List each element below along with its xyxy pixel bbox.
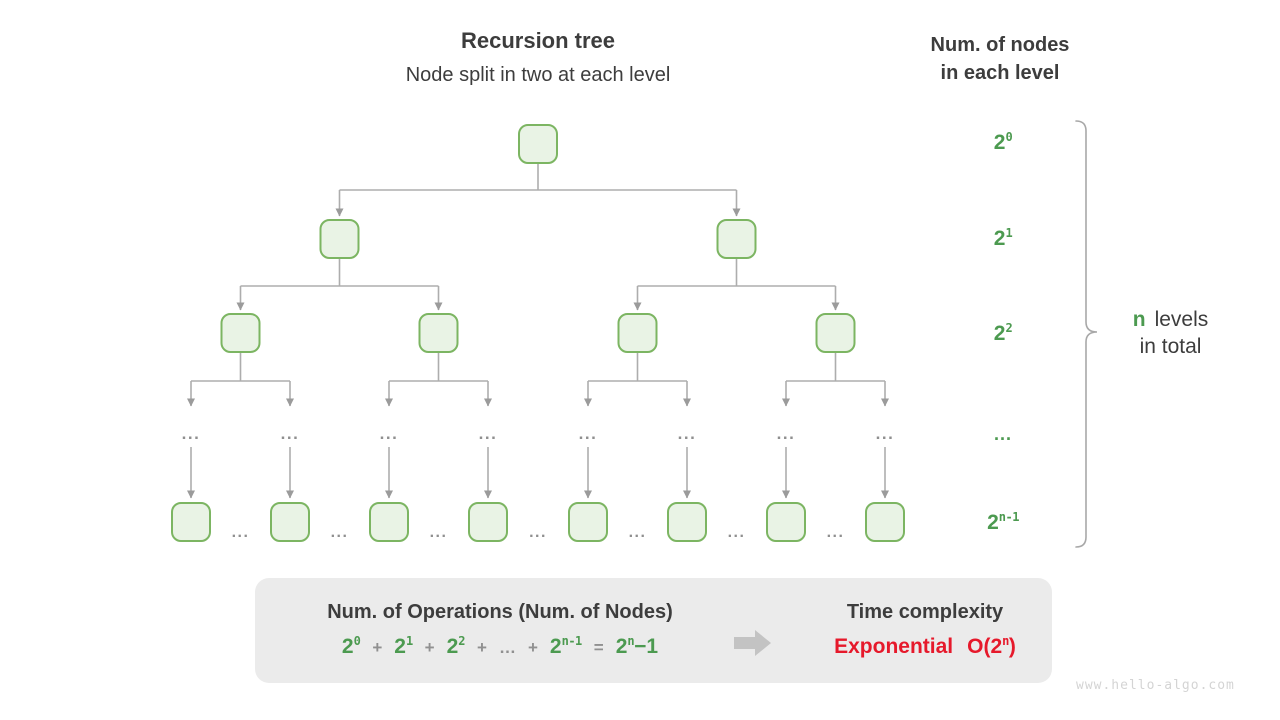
ellipsis-text: ... xyxy=(430,524,448,541)
big-o-notation: O(2n) xyxy=(967,634,1016,658)
page-subtitle: Node split in two at each level xyxy=(405,64,671,86)
formula-result: 2n−1 xyxy=(615,634,659,658)
formula-operator: + xyxy=(477,638,487,657)
formula-equals: = xyxy=(593,638,604,657)
ellipsis-text: ... xyxy=(777,424,796,443)
complexity-word: Exponential xyxy=(834,635,954,658)
operations-title: Num. of Operations (Num. of Nodes) xyxy=(327,601,673,623)
ellipsis-text: ... xyxy=(728,524,746,541)
ellipsis-text: ... xyxy=(579,424,598,443)
formula-operator: + xyxy=(372,638,383,657)
tree-node xyxy=(815,313,856,353)
formula-ellipsis: … xyxy=(498,638,516,657)
tree-node xyxy=(617,313,658,353)
ellipsis-text: ... xyxy=(182,424,201,443)
level-label-exp: 2 xyxy=(1005,321,1013,335)
formula-term: 20 xyxy=(341,634,361,658)
level-label-base: 2 xyxy=(993,227,1006,250)
tree-node xyxy=(716,219,757,259)
tree-node xyxy=(468,502,508,542)
watermark: www.hello-algo.com xyxy=(1076,678,1235,693)
level-label-2-0: 20 xyxy=(953,130,1053,157)
formula-term: 21 xyxy=(394,634,413,658)
ellipsis-text: ... xyxy=(281,424,300,443)
right-header-line1: Num. of nodes xyxy=(930,34,1070,56)
tree-node xyxy=(270,502,310,542)
tree-node xyxy=(418,313,459,353)
ellipsis-text: ... xyxy=(678,424,697,443)
ellipsis-text: ... xyxy=(479,424,498,443)
right-header-line2: in each level xyxy=(940,62,1060,84)
ellipsis-text: ... xyxy=(380,424,399,443)
tree-node xyxy=(766,502,806,542)
level-label-2-n-1: 2n-1 xyxy=(953,510,1053,537)
tree-node xyxy=(568,502,608,542)
ellipsis-text: ... xyxy=(629,524,647,541)
ellipsis-text: ... xyxy=(232,524,250,541)
operations-formula: 20 + 21 + 22 + … + 2n-1 = 2n−1 xyxy=(285,634,715,659)
level-label-exp: n-1 xyxy=(998,510,1020,524)
formula-term: 2n-1 xyxy=(549,634,582,658)
ellipsis-text: ... xyxy=(827,524,845,541)
levels-brace xyxy=(1075,120,1098,548)
ellipsis-text: ... xyxy=(529,524,547,541)
right-column-header: Num. of nodes in each level xyxy=(900,31,1100,87)
ellipsis-text: ... xyxy=(331,524,349,541)
summary-box: Num. of Operations (Num. of Nodes) 20 + … xyxy=(255,578,1052,683)
complexity-label: Exponential O(2n) xyxy=(800,634,1050,659)
tree-node xyxy=(319,219,360,259)
level-label-base: 2 xyxy=(993,131,1006,154)
level-label-2-1: 21 xyxy=(953,226,1053,253)
level-label-exp: 1 xyxy=(1005,226,1013,240)
formula-term: 22 xyxy=(446,634,466,658)
formula-operator: + xyxy=(527,638,538,657)
level-label-ellipsis: ... xyxy=(993,424,1012,444)
page-title: Recursion tree xyxy=(460,28,616,53)
tree-node xyxy=(667,502,707,542)
level-label-base: 2 xyxy=(993,322,1006,345)
level-label-exp: 0 xyxy=(1005,130,1013,144)
tree-node xyxy=(220,313,261,353)
level-label-base: 2 xyxy=(987,511,999,534)
brace-label-levels: levels xyxy=(1154,308,1209,331)
tree-node xyxy=(369,502,409,542)
n-variable: n xyxy=(1132,308,1146,331)
tree-node xyxy=(865,502,905,542)
brace-path xyxy=(1075,120,1098,548)
level-label-2-2: 22 xyxy=(953,321,1053,348)
tree-node xyxy=(518,124,558,164)
brace-label-line2: in total xyxy=(1139,335,1202,358)
tree-node xyxy=(171,502,211,542)
formula-operator: + xyxy=(424,638,435,657)
ellipsis-text: ... xyxy=(876,424,895,443)
right-arrow-icon xyxy=(734,630,771,656)
time-complexity-title: Time complexity xyxy=(846,601,1004,623)
